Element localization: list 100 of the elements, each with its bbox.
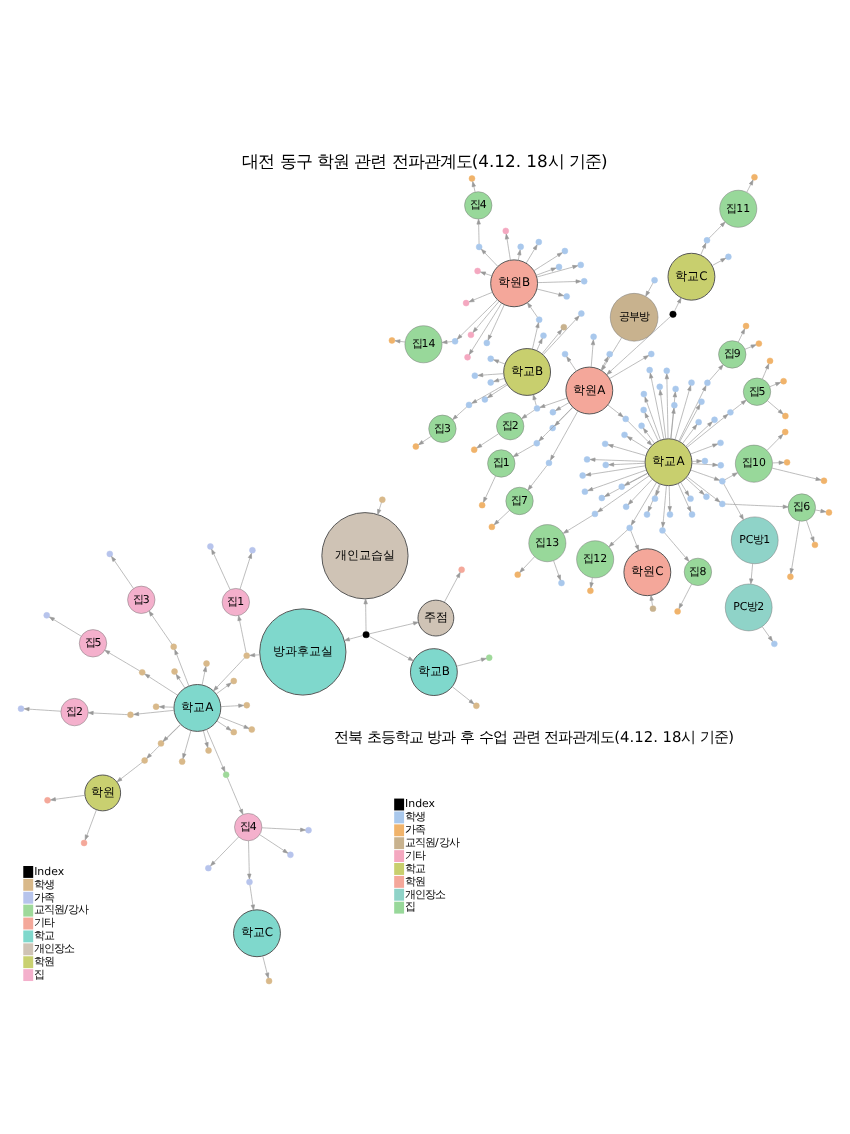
- arrow: [589, 576, 594, 588]
- node-circle: [127, 710, 134, 717]
- node-circle: [379, 495, 386, 502]
- arrow: [649, 371, 665, 439]
- arrow: [679, 403, 701, 441]
- arrow: [789, 519, 800, 573]
- node-circle: [481, 395, 489, 402]
- arrow: [608, 528, 628, 546]
- node-circle: [473, 701, 480, 709]
- node-circle: [462, 298, 470, 306]
- arrow: [670, 390, 677, 439]
- node-circle: [265, 976, 273, 984]
- arrow: [771, 466, 822, 480]
- arrow: [104, 648, 140, 671]
- node-circle: [771, 639, 778, 647]
- node-circle: [287, 850, 294, 858]
- node-circle: [688, 510, 696, 517]
- node-circle: [205, 863, 212, 871]
- node-circle: [203, 659, 210, 666]
- arrow: [607, 443, 647, 455]
- node-circle: [230, 676, 237, 684]
- node-circle: [580, 277, 588, 284]
- arrow: [456, 298, 498, 339]
- node-circle: [249, 546, 256, 553]
- arrow: [643, 426, 655, 443]
- node-circle: [622, 502, 630, 509]
- arrow: [532, 393, 537, 405]
- node-circle: [549, 407, 557, 415]
- arrow: [708, 220, 726, 238]
- arrow: [211, 547, 231, 589]
- node-circle: [471, 445, 478, 452]
- node-circle: [468, 174, 476, 181]
- arrow: [749, 562, 754, 584]
- node-circle: [362, 630, 370, 638]
- arrow: [247, 839, 252, 879]
- arrow: [806, 519, 815, 542]
- node-circle: [640, 405, 647, 413]
- node-circle: [626, 523, 633, 531]
- node-circle: [649, 604, 657, 611]
- arrow: [210, 835, 239, 866]
- node-circle: [782, 427, 789, 435]
- node-circle: [606, 349, 613, 357]
- node-circle: [598, 493, 606, 501]
- node-circle: [643, 510, 651, 517]
- arrow: [363, 597, 368, 631]
- node-circle: [669, 309, 677, 317]
- arrow: [725, 502, 789, 508]
- arrow: [536, 287, 565, 296]
- arrow: [762, 362, 770, 379]
- node-circle: [755, 339, 763, 346]
- arrow: [724, 471, 738, 479]
- node-circle: [17, 704, 25, 711]
- arrow: [542, 314, 580, 354]
- arrow: [368, 634, 414, 661]
- node-circle: [205, 746, 212, 753]
- node-circle: [517, 242, 524, 250]
- node-circle: [152, 702, 160, 709]
- arrow: [691, 458, 703, 463]
- arrow: [476, 217, 481, 244]
- node-circle: [659, 526, 666, 533]
- arrow: [201, 665, 207, 685]
- arrow: [158, 703, 175, 708]
- arrow: [162, 723, 181, 741]
- arrow: [601, 336, 622, 370]
- node-circle: [471, 371, 479, 378]
- arrow: [84, 808, 97, 840]
- arrow: [526, 243, 538, 263]
- arrow: [206, 728, 226, 772]
- node-circle: [487, 378, 494, 385]
- arrow: [658, 388, 667, 439]
- node-circle: [451, 337, 459, 344]
- node-circle: [43, 611, 50, 618]
- arrow: [647, 482, 660, 511]
- node-circle: [458, 565, 465, 572]
- node-circle: [602, 460, 609, 468]
- arrow: [249, 652, 261, 657]
- arrow: [517, 248, 522, 260]
- node-circle: [701, 456, 709, 464]
- arrow: [521, 408, 535, 418]
- arrow: [566, 355, 577, 371]
- arrow: [538, 405, 574, 441]
- arrow: [535, 266, 557, 275]
- arrow: [144, 672, 178, 695]
- arrow: [472, 300, 500, 332]
- arrow: [587, 468, 647, 490]
- node-circle: [545, 458, 553, 466]
- arrow: [216, 719, 232, 730]
- node-circle: [787, 572, 794, 579]
- arrow: [709, 363, 724, 380]
- node-circle: [514, 570, 521, 577]
- node-circle: [717, 438, 724, 446]
- arrow: [604, 472, 649, 496]
- arrow: [493, 509, 510, 525]
- arrow: [686, 413, 729, 447]
- node-circle: [583, 455, 591, 462]
- arrow: [532, 321, 540, 349]
- node-circle: [711, 415, 718, 422]
- node-circle: [561, 246, 569, 254]
- node-circle: [44, 796, 51, 803]
- node-circle: [230, 727, 237, 735]
